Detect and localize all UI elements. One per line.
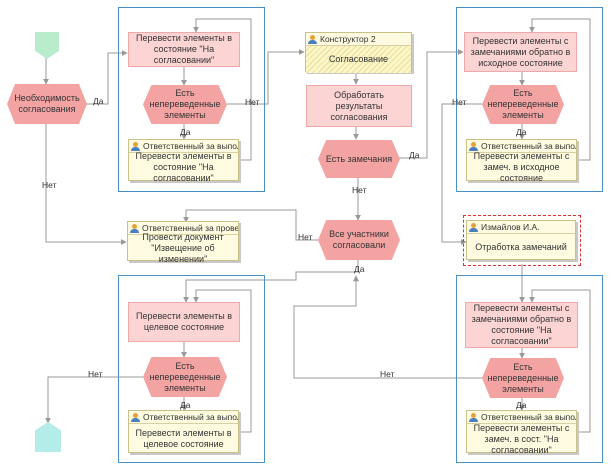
op-return-to-approval[interactable]: Перевести элементы с замечаниями обратно…	[465, 302, 578, 348]
condition-untranslated-4[interactable]: Есть непереведенные элементы	[482, 358, 564, 398]
task-translate-to-target[interactable]: Ответственный за выпол... Перевести элем…	[128, 410, 239, 453]
condition-untranslated-2[interactable]: Есть непереведенные элементы	[482, 85, 564, 124]
user-icon	[469, 141, 478, 151]
condition-needs-approval[interactable]: Необходимость согласования	[7, 84, 87, 124]
user-icon	[308, 34, 317, 44]
edge-label-no: Нет	[88, 369, 103, 379]
user-icon	[469, 222, 478, 232]
task-translate-to-approval[interactable]: Ответственный за выпол... Перевести элем…	[128, 139, 239, 183]
group-translate-to-target[interactable]	[118, 275, 265, 463]
edge-label-yes: Да	[180, 400, 191, 410]
group-translate-to-approval[interactable]	[118, 7, 265, 192]
op-translate-to-approval[interactable]: Перевести элементы в состояние "На согла…	[128, 32, 240, 67]
edge-label-no: Нет	[352, 185, 367, 195]
task-return-to-approval[interactable]: Ответственный за выпол... Перевести элем…	[466, 410, 577, 455]
edge-label-no: Нет	[245, 97, 260, 107]
task-approval[interactable]: Конструктор 2 Согласование	[305, 32, 412, 73]
selection-frame	[463, 215, 581, 266]
edge-label-yes: Да	[180, 127, 191, 137]
user-icon	[131, 141, 140, 151]
edge-label-no: Нет	[452, 97, 467, 107]
condition-has-remarks[interactable]: Есть замечания	[318, 140, 400, 178]
op-process-results[interactable]: Обработать результаты согласования	[306, 85, 412, 127]
task-fix-remarks[interactable]: Измайлов И.А. Отработка замечаний	[466, 220, 576, 260]
task-conduct-notice[interactable]: Ответственный за провед... Провести доку…	[127, 221, 239, 264]
edge-label-no: Нет	[380, 369, 395, 379]
condition-all-agreed[interactable]: Все участники согласовали	[318, 220, 400, 260]
edge-label-yes: Да	[93, 96, 104, 106]
condition-untranslated-1[interactable]: Есть непереведенные элементы	[143, 85, 227, 124]
user-icon	[131, 412, 140, 422]
task-return-to-initial[interactable]: Ответственный за выпол... Перевести элем…	[466, 139, 577, 183]
edge-label-yes: Да	[409, 150, 420, 160]
edge-label-yes: Да	[516, 400, 527, 410]
user-icon	[130, 223, 139, 233]
edge-label-no: Нет	[298, 232, 313, 242]
op-translate-to-target[interactable]: Перевести элементы в целевое состояние	[128, 302, 240, 342]
group-return-to-initial[interactable]	[456, 7, 603, 192]
edge-label-yes: Да	[354, 264, 365, 274]
edge-label-yes: Да	[516, 127, 527, 137]
op-return-to-initial[interactable]: Перевести элементы с замечаниями обратно…	[464, 32, 577, 72]
user-icon	[469, 412, 478, 422]
edge-label-no: Нет	[42, 180, 57, 190]
group-return-to-approval[interactable]	[456, 275, 603, 463]
condition-untranslated-3[interactable]: Есть непереведенные элементы	[143, 357, 227, 397]
